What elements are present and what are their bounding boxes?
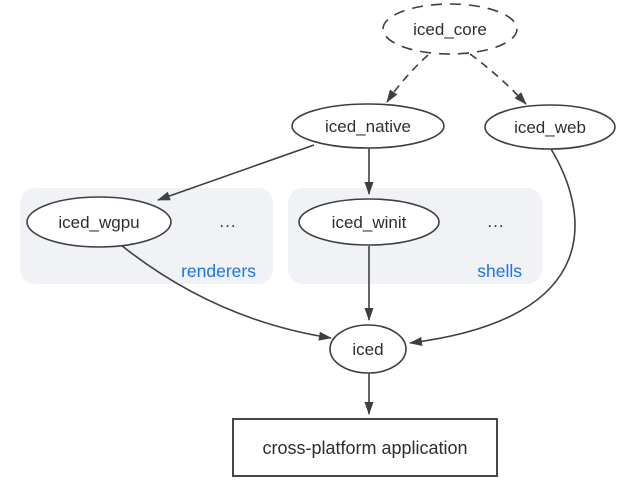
edge-iced_wgpu-to-iced: [120, 244, 332, 341]
node-iced-core-label: iced_core: [413, 20, 487, 39]
node-iced-web: [484, 104, 616, 150]
edge-iced_native-to-iced_wgpu: [157, 144, 315, 201]
node-iced: [329, 324, 407, 374]
group-renderers-ellipsis: ...: [219, 212, 236, 231]
edge-iced_core-to-iced_native: [386, 54, 429, 103]
group-renderers-label: renderers: [181, 261, 256, 281]
node-iced-wgpu: [26, 196, 172, 248]
node-iced-native: [291, 103, 445, 149]
node-app-box: [232, 418, 498, 477]
edge-iced_core-to-iced_web: [469, 53, 527, 105]
node-iced-core: [382, 3, 518, 55]
node-iced-native-label: iced_native: [325, 117, 411, 136]
node-iced-web-label: iced_web: [514, 118, 586, 137]
node-iced-wgpu-label: iced_wgpu: [58, 213, 139, 232]
node-iced-winit-label: iced_winit: [332, 213, 407, 232]
node-app-label: cross-platform application: [262, 438, 467, 458]
edge-iced_web-to-iced: [409, 148, 576, 346]
node-iced-winit: [298, 198, 440, 246]
group-shells-ellipsis: ...: [487, 212, 504, 231]
group-shells-label: shells: [477, 261, 522, 281]
node-iced-label: iced: [352, 340, 383, 359]
